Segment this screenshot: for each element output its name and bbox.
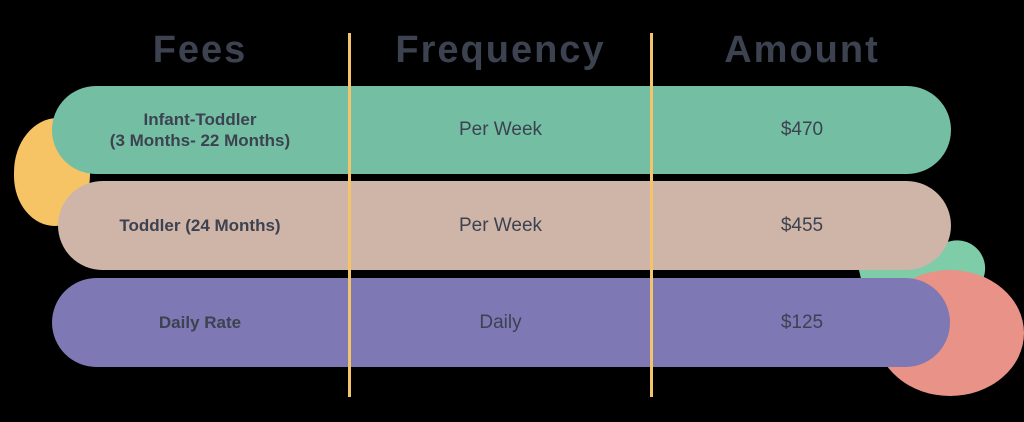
header-amount: Amount — [724, 29, 880, 71]
column-divider-1 — [348, 33, 351, 397]
frequency-value: Per Week — [458, 214, 543, 236]
fee-label-line-1: Infant-Toddler — [143, 109, 257, 129]
row-amount-cell: $125 — [653, 278, 951, 367]
fee-label-line-2: (3 Months- 22 Months) — [109, 131, 291, 150]
fee-label-line-1: Daily Rate — [158, 312, 242, 332]
row-amount-cell: $455 — [653, 181, 951, 270]
row-fees-cell: Daily Rate — [52, 278, 348, 367]
table-row: Infant-Toddler (3 Months- 22 Months) Per… — [52, 86, 951, 174]
row-frequency-cell: Per Week — [351, 181, 650, 270]
frequency-value: Per Week — [458, 119, 543, 141]
fee-label-line-1: Toddler (24 Months) — [119, 215, 281, 235]
frequency-value: Daily — [479, 311, 522, 333]
table-header: Fees Frequency Amount — [0, 22, 1024, 78]
amount-value: $470 — [780, 119, 824, 141]
header-frequency: Frequency — [395, 29, 606, 71]
column-divider-2 — [650, 33, 653, 397]
row-amount-cell: $470 — [653, 86, 951, 174]
header-fees: Fees — [152, 29, 248, 71]
row-fees-cell: Toddler (24 Months) — [52, 181, 348, 270]
table-row: Daily Rate Daily $125 — [52, 278, 950, 367]
row-frequency-cell: Per Week — [351, 86, 650, 174]
amount-value: $125 — [780, 311, 824, 333]
row-fees-cell: Infant-Toddler (3 Months- 22 Months) — [52, 86, 348, 174]
row-frequency-cell: Daily — [351, 278, 650, 367]
amount-value: $455 — [780, 214, 824, 236]
table-row: Toddler (24 Months) Per Week $455 — [58, 181, 951, 270]
